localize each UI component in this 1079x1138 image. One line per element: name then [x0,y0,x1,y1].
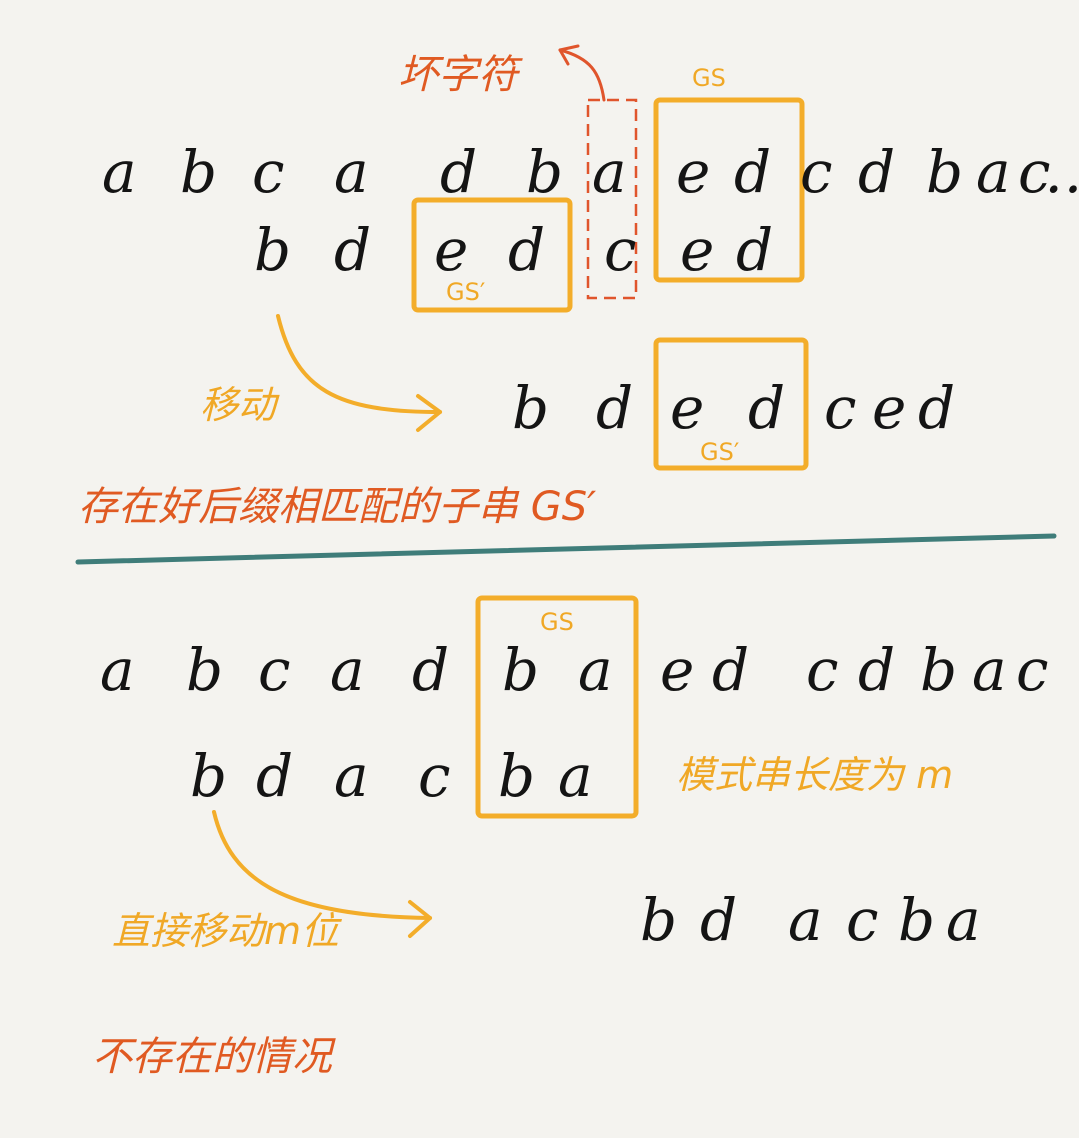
bottom-text-letter: a [972,636,1007,704]
top-text-letter: e [676,138,710,206]
bottom-pattern-letter: a [558,742,593,810]
bottom-pattern-letter: d [256,742,293,810]
top-text-letter: c [1018,138,1050,206]
bottom-shifted-letter: b [640,886,677,954]
bottom-move-arrow [212,810,432,920]
bottom-pattern-letter: a [334,742,369,810]
bad-char-arrow [558,48,606,102]
top-pattern-letter: d [334,216,371,284]
top-text-letter: … [1044,138,1079,206]
top-text-letter: a [976,138,1011,206]
bottom-gs-label: GS [540,608,574,636]
bottom-pattern-letter: c [418,742,450,810]
top-shifted-letter: e [872,374,906,442]
top-text-letter: a [334,138,369,206]
bottom-text-letter: c [258,636,290,704]
bottom-gs-box [475,595,639,819]
bottom-move-label: 直接移动m位 [112,909,342,953]
bottom-pattern-letter: b [498,742,535,810]
bottom-shifted-letter: d [700,886,737,954]
top-shifted-letter: d [918,374,955,442]
bad-char-arrowhead [558,44,580,66]
bottom-text-letter: b [502,636,539,704]
move-arrow [276,314,442,414]
top-text-letter: b [926,138,963,206]
top-shifted-letter: d [596,374,633,442]
bottom-text-letter: d [412,636,449,704]
shifted-gs-prime-label: GS′ [700,438,739,466]
top-caption: 存在好后缀相匹配的子串 GS′ [78,484,596,530]
top-text-letter: a [592,138,627,206]
bottom-caption: 不存在的情况 [92,1034,336,1080]
top-text-letter: b [180,138,217,206]
top-pattern-letter: d [736,216,773,284]
bottom-text-letter: e [660,636,694,704]
top-text-letter: d [440,138,477,206]
top-text-letter: c [800,138,832,206]
bottom-text-letter: b [920,636,957,704]
bottom-move-arrowhead [408,900,432,938]
top-text-letter: b [526,138,563,206]
gs-prime-label: GS′ [446,278,485,306]
bottom-text-letter: a [100,636,135,704]
top-shifted-letter: b [512,374,549,442]
top-pattern-letter: c [604,216,636,284]
bad-char-dashed-box [586,98,638,300]
top-text-letter: a [102,138,137,206]
bottom-shifted-letter: c [846,886,878,954]
top-pattern-letter: d [508,216,545,284]
bottom-text-letter: a [330,636,365,704]
bottom-shifted-letter: a [788,886,823,954]
top-text-letter: d [734,138,771,206]
bottom-pattern-letter: b [190,742,227,810]
top-shifted-letter: c [824,374,856,442]
top-pattern-letter: b [254,216,291,284]
bottom-text-letter: a [578,636,613,704]
bottom-shifted-letter: a [946,886,981,954]
section-divider [75,533,1057,565]
bad-char-label: 坏字符 [398,52,523,98]
bottom-text-letter: d [712,636,749,704]
top-text-letter: d [858,138,895,206]
gs-prime-box [411,197,573,313]
bottom-text-letter: d [858,636,895,704]
top-shifted-letter: d [748,374,785,442]
top-text-letter: c [252,138,284,206]
top-pattern-letter: e [434,216,468,284]
move-arrowhead [416,394,442,432]
gs-label: GS [692,64,726,92]
bottom-text-letter: b [186,636,223,704]
bottom-text-letter: c [1016,636,1048,704]
bottom-shifted-letter: b [898,886,935,954]
gs-box [653,97,805,283]
top-pattern-letter: e [680,216,714,284]
move-label: 移动 [200,383,280,427]
top-shifted-letter: e [670,374,704,442]
pattern-length-label: 模式串长度为 m [676,753,953,797]
bottom-text-letter: c [806,636,838,704]
shifted-gs-prime-box [653,337,809,471]
